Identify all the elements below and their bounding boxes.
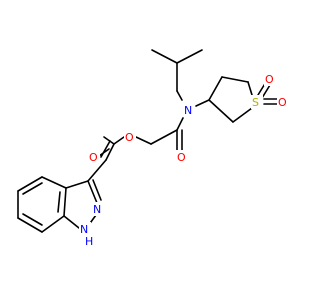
label-bg-sulfone-o-right [277, 95, 289, 109]
isobutyl-group [151, 49, 203, 101]
carbonyl-oxygen-label: O [89, 151, 98, 164]
label-bg-indazole-h [84, 235, 94, 248]
label-bg-carbonyl-o [88, 150, 100, 164]
pyrazole-bond-n1-c7a [63, 215, 80, 229]
sulfur-label: S [252, 96, 259, 109]
benzene-bond-2 [17, 176, 43, 192]
bond-ester-c-o-1 [105, 143, 115, 161]
label-bg-ester-o [124, 130, 136, 144]
bond-ester-c-o-dbl [98, 148, 110, 157]
pyrazole-bond-c3-c3a [65, 180, 89, 189]
bond-n-ring-ch [195, 99, 210, 107]
label-bg-amide-o [176, 150, 188, 164]
ring-bond-1 [208, 76, 223, 101]
ring-bond-3 [247, 81, 253, 96]
benzene-inner-bond-1 [22, 182, 43, 195]
bond-ester-c-carbonyl-o [103, 136, 115, 145]
benzene-bond-1 [41, 176, 67, 189]
ring-bond-2 [221, 76, 249, 83]
sulfone-oxygen-right-label: O [278, 96, 287, 109]
indazole-ring-system [17, 159, 107, 233]
bond-n-carbonyl-c [176, 117, 184, 131]
ester-oxygen-label: O [125, 131, 134, 144]
label-bg-sulfur [251, 95, 263, 109]
indazole-n1-label: N [80, 223, 88, 236]
benzene-inner-bond-3 [57, 191, 61, 213]
bond-ch2-n [176, 90, 183, 101]
amide-carbonyl [150, 129, 183, 152]
bond-s-o-top-2 [261, 84, 271, 99]
label-bg-indazole-n2 [92, 202, 104, 216]
benzene-bond-5 [41, 215, 65, 233]
label-bg-amide-n [183, 102, 195, 116]
bond-ester-o-c [113, 136, 125, 145]
bond-c3-ester-c [87, 159, 107, 182]
benzene-inner-bond-2 [22, 213, 43, 226]
sulfolane-ring [208, 76, 279, 123]
ring-bond-5 [208, 99, 234, 123]
indazole-h-label: H [85, 235, 93, 248]
indazole-n2-label: N [93, 203, 101, 216]
molecule-structure-diagram: N O O O S O O N N H [17, 49, 289, 248]
benzene-bond-4 [17, 217, 43, 233]
ester-linkage [98, 136, 152, 161]
amide-nitrogen-label: N [184, 104, 192, 117]
amide-nitrogen-bonds [176, 99, 210, 131]
bond-amide-c-ch2 [150, 129, 178, 145]
pyrazole-bond-c3-n2-2 [92, 179, 102, 201]
ring-bond-4 [232, 107, 253, 123]
sulfone-oxygen-top-label: O [265, 73, 274, 86]
amide-oxygen-label: O [177, 151, 186, 164]
bond-ch2-ester-o [135, 136, 152, 145]
fused-bond-c3a-c7a [63, 187, 67, 217]
label-bg-indazole-n1 [79, 222, 91, 236]
atom-labels: N O O O S O O N N H [79, 72, 289, 248]
bond-methyl-right [176, 49, 203, 64]
bond-methyl-left [151, 49, 178, 64]
label-bg-sulfone-o-top [264, 72, 276, 86]
pyrazole-bond-c3-n2-1 [87, 180, 98, 204]
